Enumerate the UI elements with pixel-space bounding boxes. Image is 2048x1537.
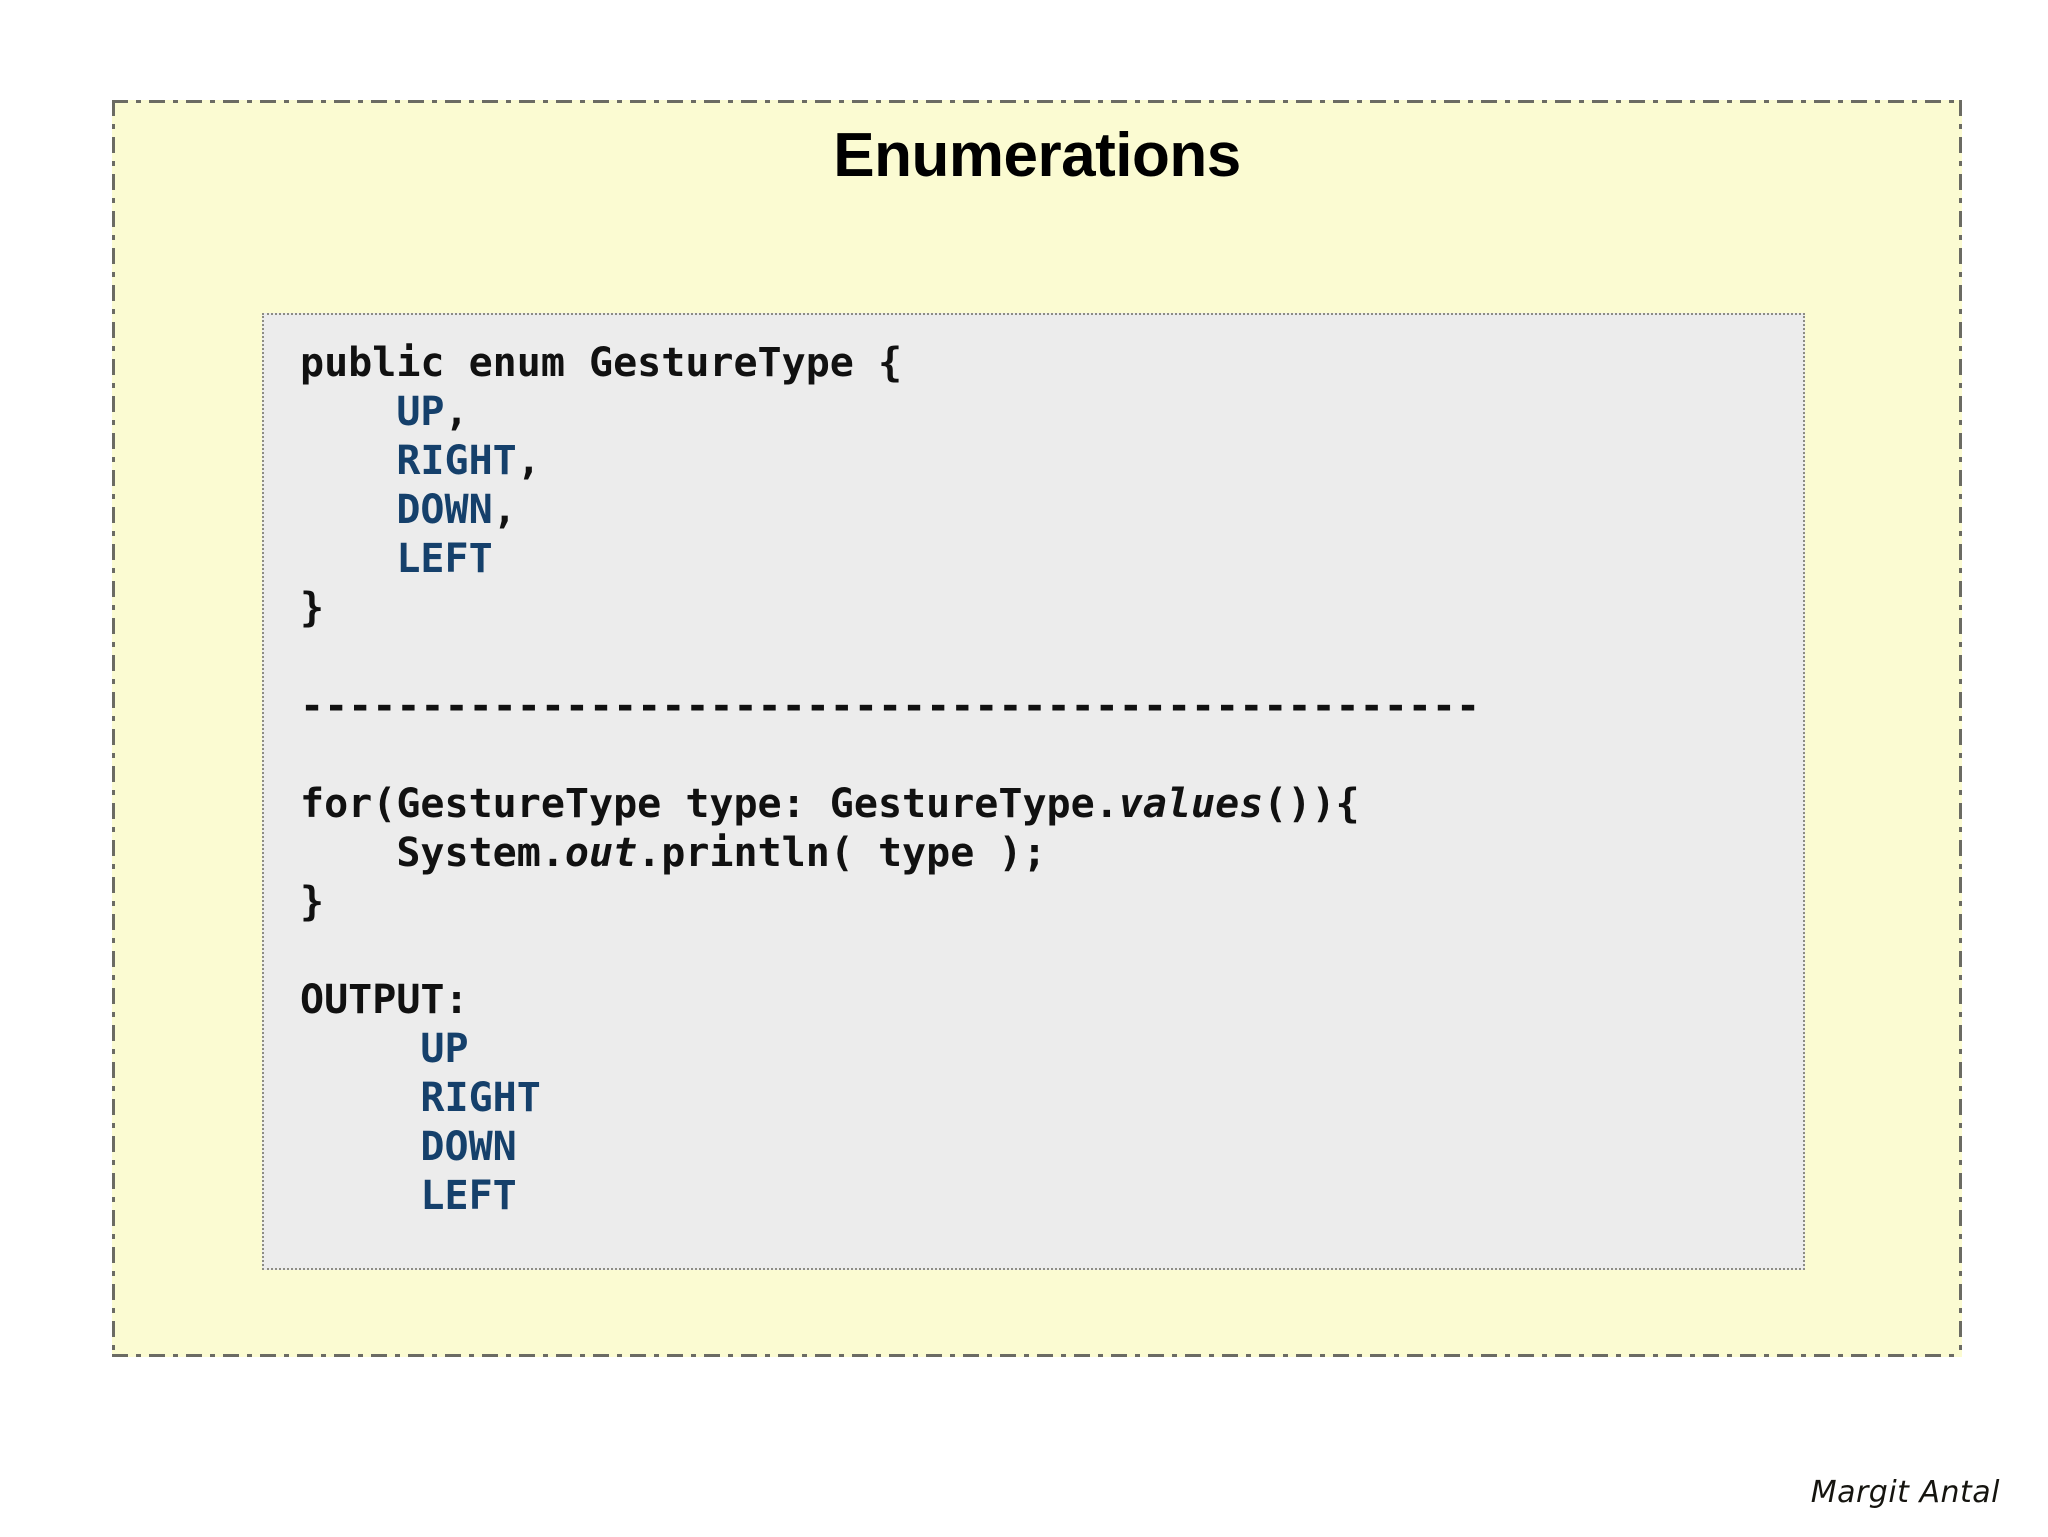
code-line: ----------------------------------------… <box>300 682 1480 731</box>
enum-constant-token: LEFT <box>396 536 493 582</box>
code-token <box>300 1124 420 1170</box>
code-block: public enum GestureType { UP, RIGHT, DOW… <box>262 313 1805 1270</box>
code-line: RIGHT, <box>300 437 1480 486</box>
code-token: System. <box>300 830 565 876</box>
code-token: } <box>300 585 325 631</box>
code-token: , <box>444 389 469 435</box>
slide-border-right <box>1959 100 1962 1357</box>
code-token: for(GestureType type: GestureType. <box>300 781 1119 827</box>
code-line: UP, <box>300 388 1480 437</box>
code-token: values <box>1118 781 1264 827</box>
enum-constant-token: UP <box>396 389 445 435</box>
code-line: LEFT <box>300 535 1480 584</box>
code-token <box>300 536 396 582</box>
enum-constant-token: RIGHT <box>420 1075 541 1121</box>
enum-constant-token: LEFT <box>420 1173 517 1219</box>
code-line <box>300 633 1480 682</box>
code-line: DOWN, <box>300 486 1480 535</box>
code-token: OUTPUT: <box>300 977 469 1023</box>
code-token: , <box>516 438 541 484</box>
code-line: System.out.println( type ); <box>300 829 1480 878</box>
code-line: public enum GestureType { <box>300 339 1480 388</box>
code-token: out <box>564 830 638 876</box>
code-listing: public enum GestureType { UP, RIGHT, DOW… <box>300 339 1480 1221</box>
code-token <box>300 1173 420 1219</box>
enum-constant-token: DOWN <box>420 1124 517 1170</box>
code-line: } <box>300 584 1480 633</box>
code-token: } <box>300 879 325 925</box>
enum-constant-token: RIGHT <box>396 438 517 484</box>
author-signature: Margit Antal <box>1810 1475 2000 1510</box>
enum-constant-token: UP <box>420 1026 469 1072</box>
code-token <box>300 1026 420 1072</box>
code-line: LEFT <box>300 1172 1480 1221</box>
code-token: .println( type ); <box>637 830 1047 876</box>
code-line: DOWN <box>300 1123 1480 1172</box>
code-token <box>300 389 396 435</box>
slide-border-bottom <box>112 1354 1962 1357</box>
page-title: Enumerations <box>833 121 1241 190</box>
slide-border-top <box>112 100 1962 103</box>
code-token: ()){ <box>1263 781 1360 827</box>
code-line: for(GestureType type: GestureType.values… <box>300 780 1480 829</box>
code-line: } <box>300 878 1480 927</box>
code-token: , <box>492 487 517 533</box>
code-line <box>300 731 1480 780</box>
code-token <box>300 487 396 533</box>
code-token: public enum GestureType { <box>300 340 903 386</box>
code-token <box>300 1075 420 1121</box>
code-line: UP <box>300 1025 1480 1074</box>
slide-border-left <box>112 100 115 1357</box>
slide-panel: Enumerations public enum GestureType { U… <box>112 100 1962 1357</box>
code-line: RIGHT <box>300 1074 1480 1123</box>
code-token: ----------------------------------------… <box>300 683 1481 729</box>
code-line <box>300 927 1480 976</box>
enum-constant-token: DOWN <box>396 487 493 533</box>
code-token <box>300 438 396 484</box>
code-line: OUTPUT: <box>300 976 1480 1025</box>
